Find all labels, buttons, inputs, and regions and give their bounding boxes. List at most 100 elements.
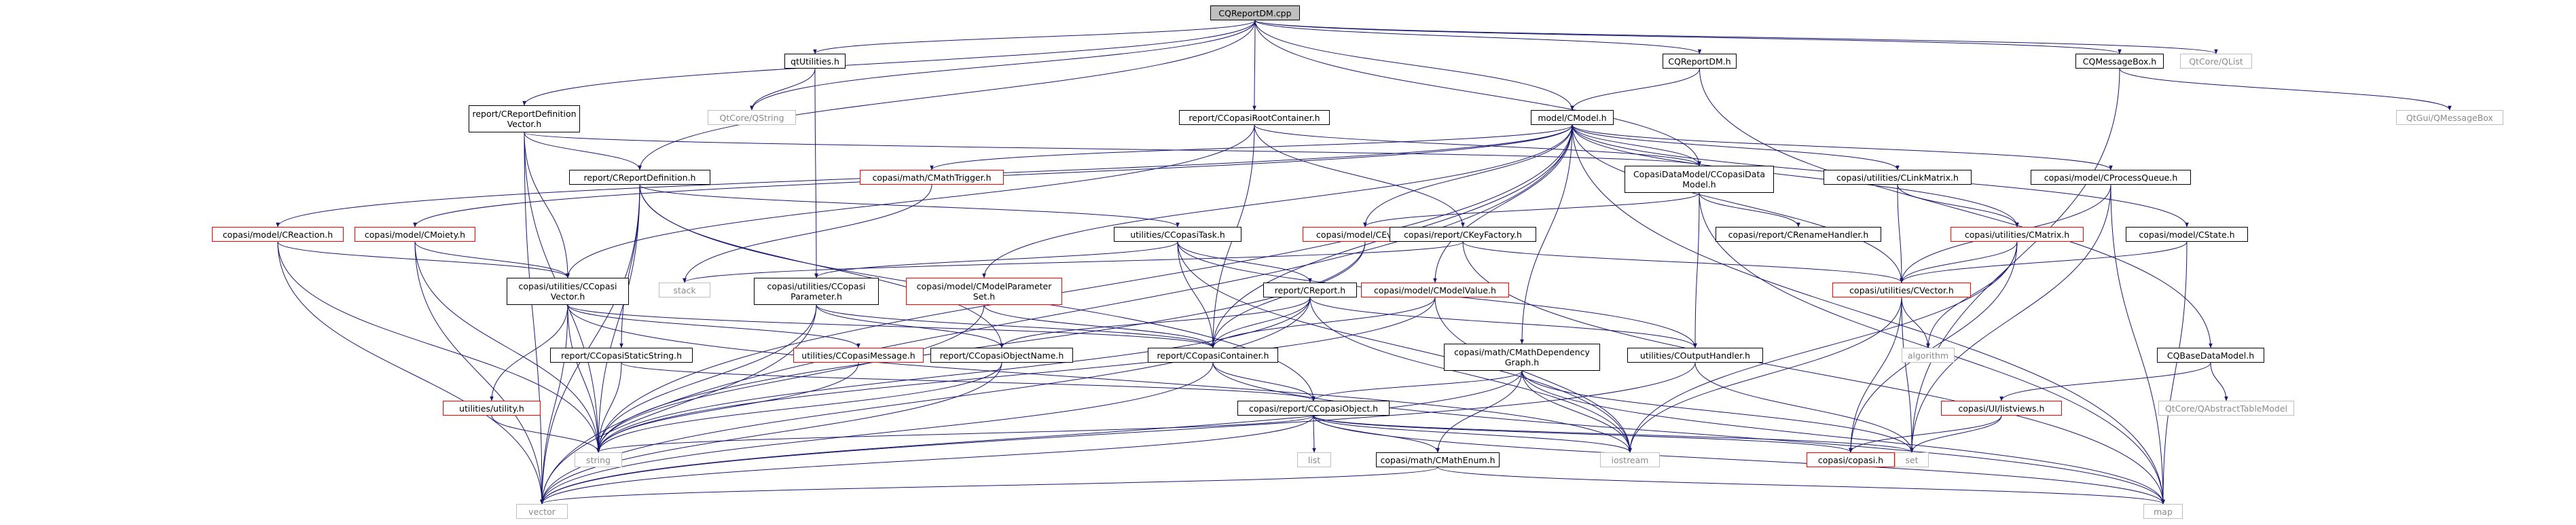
node-cmathenum[interactable]: copasi/math/CMathEnum.h	[1376, 452, 1500, 467]
node-qabstracttablemodel[interactable]: QtCore/QAbstractTableModel	[2158, 401, 2294, 416]
edge-root-to-ccopasidatamodel	[1254, 20, 1701, 166]
edge-cmodel-to-cvector	[1572, 124, 1904, 283]
node-creport[interactable]: report/CReport.h	[1263, 283, 1357, 297]
node-ccopasiobjectname[interactable]: report/CCopasiObjectName.h	[930, 348, 1073, 363]
node-qlist[interactable]: QtCore/QList	[2180, 54, 2252, 69]
node-label: copasi/utilities/CVector.h	[1849, 285, 1954, 295]
node-ccopasirootcontainer[interactable]: report/CCopasiRootContainer.h	[1179, 110, 1330, 125]
node-qtutilities[interactable]: qtUtilities.h	[784, 54, 846, 69]
edge-cmodel-to-clinkmatrix	[1572, 124, 1900, 170]
edge-root-to-qstring	[750, 20, 1256, 111]
node-label: report/CReport.h	[1274, 285, 1346, 295]
node-label: report/CCopasiStaticString.h	[560, 350, 682, 361]
edge-root-to-cqreportdm_h	[1254, 20, 1702, 54]
edge-ccopasiobject-to-iostream	[1313, 415, 1632, 453]
edge-ccopasistaticstring-to-ccopasiobject	[621, 362, 1316, 401]
edge-cqbasedatamodel-to-uilistviews	[1999, 362, 2211, 401]
node-ccopasistaticstring[interactable]: report/CCopasiStaticString.h	[550, 348, 693, 363]
node-cstate[interactable]: copasi/model/CState.h	[2126, 227, 2248, 242]
node-cmathdepgraph[interactable]: copasi/math/CMathDependency Graph.h	[1444, 344, 1600, 371]
node-ccopasidatamodel[interactable]: CopasiDataModel/CCopasiData Model.h	[1625, 166, 1774, 193]
node-uilistviews[interactable]: copasi/UI/listviews.h	[1941, 401, 2062, 416]
edge-cqreportdm_h-to-cmodel	[1570, 68, 1700, 111]
edge-cmoiety-to-vector	[414, 241, 544, 505]
node-label: copasi/report/CRenameHandler.h	[1728, 229, 1869, 240]
node-cvector[interactable]: copasi/utilities/CVector.h	[1832, 283, 1971, 297]
node-label: copasi/math/CMathTrigger.h	[872, 172, 992, 183]
edge-cmathdepgraph-to-cmathenum	[1436, 370, 1523, 453]
node-ccopasimessage[interactable]: utilities/CCopasiMessage.h	[793, 348, 924, 363]
edge-cmathenum-to-vector	[540, 467, 1438, 505]
node-set[interactable]: set	[1895, 452, 1929, 467]
edge-cmodel-to-string	[596, 124, 1573, 453]
node-cvectorh[interactable]: copasi/utilities/CCopasi Vector.h	[507, 278, 629, 305]
node-clinkmatrix[interactable]: copasi/utilities/CLinkMatrix.h	[1824, 170, 1972, 185]
edge-cevent-to-string	[596, 241, 1366, 453]
edge-ccopasimessage-to-string	[596, 362, 859, 453]
node-label: QtCore/QAbstractTableModel	[2164, 403, 2288, 414]
edge-utility-to-string	[491, 415, 600, 453]
node-copasih[interactable]: copasi/copasi.h	[1807, 452, 1895, 467]
edge-cmathdepgraph-to-iostream	[1521, 370, 1632, 453]
node-root[interactable]: CQReportDM.cpp	[1210, 5, 1300, 20]
node-ckeyfactory[interactable]: copasi/report/CKeyFactory.h	[1390, 227, 1536, 242]
node-label: copasi/utilities/CLinkMatrix.h	[1836, 172, 1959, 183]
node-label: copasi/model/CState.h	[2139, 229, 2235, 240]
edge-root-to-cqmessagebox	[1254, 20, 2122, 54]
node-stack[interactable]: stack	[659, 283, 710, 297]
node-vector[interactable]: vector	[516, 504, 568, 519]
node-utility[interactable]: utilities/utility.h	[443, 401, 541, 416]
node-ccopasiparameter[interactable]: copasi/utilities/CCopasi Parameter.h	[754, 278, 879, 305]
node-cmoiety[interactable]: copasi/model/CMoiety.h	[355, 227, 475, 242]
node-cmodelparamset[interactable]: copasi/model/CModelParameter Set.h	[906, 278, 1062, 305]
node-label: report/CCopasiObjectName.h	[939, 350, 1064, 361]
edge-cvector-to-algorithm	[1901, 297, 1930, 348]
edge-ckeyfactory-to-cvector	[1462, 241, 1904, 283]
node-cmodel[interactable]: model/CModel.h	[1531, 110, 1614, 125]
edge-clinkmatrix-to-cmatrix	[1897, 184, 2019, 228]
node-ccopasicontainer[interactable]: report/CCopasiContainer.h	[1148, 348, 1278, 363]
node-label: copasi/report/CKeyFactory.h	[1404, 229, 1522, 240]
edge-qtutilities-to-ccopasiparameter	[814, 68, 818, 278]
node-iostream[interactable]: iostream	[1600, 452, 1660, 467]
node-ccopasitask[interactable]: utilities/CCopasiTask.h	[1114, 227, 1241, 242]
node-cprocessqueue[interactable]: copasi/model/CProcessQueue.h	[2031, 170, 2191, 185]
node-crenamehandler[interactable]: copasi/report/CRenameHandler.h	[1716, 227, 1881, 242]
node-coutputhandler[interactable]: utilities/COutputHandler.h	[1627, 348, 1763, 363]
edge-ccopasistaticstring-to-string	[596, 362, 622, 453]
node-qstring[interactable]: QtCore/QString	[708, 110, 796, 125]
edge-crepdefvec-to-ccopasidatamodel	[524, 132, 1701, 166]
node-label: CQBaseDataModel.h	[2166, 350, 2255, 361]
edge-ccopasiobject-to-vector	[540, 415, 1314, 505]
node-map[interactable]: map	[2143, 504, 2183, 519]
node-algorithm[interactable]: algorithm	[1902, 348, 1955, 363]
edge-ccopasiobject-to-string	[596, 415, 1314, 453]
node-cqmessagebox[interactable]: CQMessageBox.h	[2075, 54, 2164, 69]
edge-ccopasiobject-to-copasih	[1313, 415, 1853, 453]
node-cqbasedatamodel[interactable]: CQBaseDataModel.h	[2157, 348, 2264, 363]
node-label: CQMessageBox.h	[2082, 56, 2157, 67]
node-creaction[interactable]: copasi/model/CReaction.h	[212, 227, 344, 242]
node-cmodelvalue[interactable]: copasi/model/CModelValue.h	[1361, 283, 1509, 297]
node-crepdef[interactable]: report/CReportDefinition.h	[569, 170, 710, 185]
node-cmathtrigger[interactable]: copasi/math/CMathTrigger.h	[860, 170, 1004, 185]
node-cqreportdm_h[interactable]: CQReportDM.h	[1663, 54, 1737, 69]
edge-crepdef-to-vector	[540, 184, 640, 505]
node-cmatrix[interactable]: copasi/utilities/CMatrix.h	[1951, 227, 2084, 242]
node-crepdefvec[interactable]: report/CReportDefinition Vector.h	[469, 105, 580, 132]
node-label: CopasiDataModel/CCopasiData Model.h	[1633, 169, 1766, 189]
node-label: copasi/math/CMathDependency Graph.h	[1454, 347, 1590, 367]
node-list[interactable]: list	[1297, 452, 1331, 467]
edge-ccopasicontainer-to-map	[1212, 362, 2165, 505]
edge-crepdefvec-to-crepdef	[524, 132, 642, 170]
edge-cvectorh-to-string	[567, 304, 600, 453]
edge-cmodel-to-cmodelvalue	[1433, 124, 1573, 283]
node-string[interactable]: string	[575, 452, 622, 467]
edge-qtutilities-to-qstring	[750, 68, 816, 111]
node-ccopasiobject[interactable]: copasi/report/CCopasiObject.h	[1237, 401, 1390, 416]
node-label: QtCore/QList	[2189, 56, 2243, 67]
edge-ccopasiparameter-to-ccopasiobjectname	[816, 304, 1004, 348]
node-label: model/CModel.h	[1538, 112, 1607, 123]
node-qmessagebox[interactable]: QtGui/QMessageBox	[2396, 110, 2503, 125]
